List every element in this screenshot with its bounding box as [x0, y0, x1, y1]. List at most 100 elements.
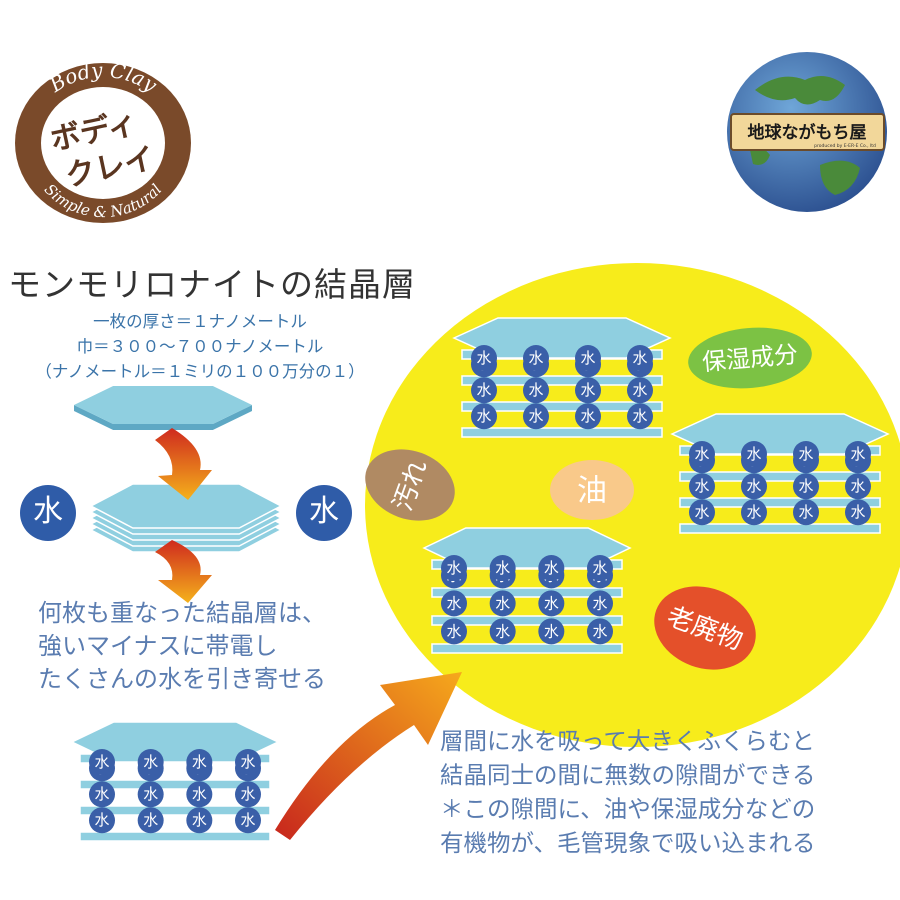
stack-top-yellow-water-top-2: 水: [575, 345, 601, 371]
stack-left-yellow-water-top-3: 水: [587, 555, 613, 581]
stack-right-yellow-water-2-2-disc: [793, 473, 819, 500]
bubble-moisture-shape: [688, 327, 812, 389]
stack-left-yellow-water-2-1-disc: [489, 590, 516, 617]
bottom-text-line-4: 有機物が、毛管現象で吸い込まれる: [440, 829, 816, 857]
bottom-text-line-3: ＊この隙間に、油や保湿成分などの: [440, 795, 816, 823]
stack-top-yellow-water-2-1-label: 水: [529, 381, 544, 399]
spec-line-1: 一枚の厚さ＝１ナノメートル: [93, 312, 307, 331]
water-badge-right: 水: [296, 485, 352, 541]
stack-bottom-left-water-top-0-disc: [89, 749, 115, 775]
stack-left-yellow-water-3-2: 水: [538, 618, 565, 645]
stack-right-yellow-water-top-3-disc: [845, 441, 871, 467]
stack-top-yellow-water-3-0-label: 水: [477, 407, 492, 425]
stack-left-yellow-water-2-3: 水: [587, 590, 613, 617]
stack-right-yellow-water-top-2-label: 水: [799, 445, 814, 463]
stack-right-yellow-water-top-0-label: 水: [695, 445, 710, 463]
stack-right-yellow-water-3-1-disc: [741, 499, 767, 526]
sheet-0: [89, 483, 283, 529]
stack-bottom-left-water-3-2-disc: [186, 807, 213, 834]
stack-right-yellow-water-2-2-label: 水: [799, 477, 814, 495]
stack-left-yellow-band-1: [431, 587, 623, 598]
stack-top-yellow-water-3-2: 水: [575, 403, 601, 430]
stack-left-yellow-water-3-0: 水: [441, 618, 467, 645]
single-plate-edge: [74, 405, 252, 430]
bubble-moisture: 保湿成分: [688, 327, 812, 389]
stack-right-yellow-water-3-2: 水: [793, 499, 819, 526]
stack-right-yellow-water-top-3: 水: [845, 441, 871, 467]
stack-bottom-left-water-top-3-disc: [235, 749, 261, 775]
stack-right-yellow-water-3-3-label: 水: [851, 503, 866, 521]
stack-top-yellow-water-3-3-label: 水: [633, 407, 648, 425]
stack-left-yellow-water-2-0: 水: [441, 590, 467, 617]
stack-bottom-left-water-2-2-label: 水: [192, 785, 207, 803]
stack-left-yellow-water-2-0-label: 水: [447, 594, 462, 612]
stack-top-yellow-water-3-3-disc: [627, 403, 653, 430]
stack-bottom-left-water-3-2: 水: [186, 807, 213, 834]
stack-top-yellow-water-2-2-label: 水: [581, 381, 596, 399]
stack-right-yellow-water-2-3: 水: [845, 473, 871, 500]
bubble-oil: 油: [550, 460, 634, 520]
stack-top-yellow-water-top-1-disc: [523, 345, 549, 371]
stack-left-yellow-water-3-2-disc: [538, 618, 565, 645]
stack-right-yellow-water-2-3-label: 水: [851, 477, 866, 495]
stack-left-yellow-water-3-2-label: 水: [544, 622, 559, 640]
stack-left-yellow-water-3-3-label: 水: [593, 622, 608, 640]
stack-left-yellow-water-3-1: 水: [489, 618, 516, 645]
stack-right-yellow-water-top-0: 水: [689, 441, 715, 467]
arrow-down-1: [155, 428, 212, 500]
stack-bottom-left-water-3-1: 水: [137, 807, 164, 834]
stack-right-yellow-water-3-1: 水: [741, 499, 767, 526]
stack-bottom-left-water-top-1: 水: [137, 749, 164, 775]
arrow-down-2: [155, 540, 212, 603]
stack-bottom-left-water-top-1-label: 水: [143, 753, 158, 771]
stack-left-yellow-water-top-3-disc: [587, 555, 613, 581]
bubble-oil-label: 油: [577, 474, 607, 509]
stack-left-yellow-water-3-0-label: 水: [447, 622, 462, 640]
stack-bottom-left-water-3-0-label: 水: [95, 811, 110, 829]
stack-bottom-left-water-2-0-label: 水: [95, 785, 110, 803]
stack-right-yellow-water-2-0-disc: [689, 473, 715, 500]
stack-top-yellow-water-top-1-label: 水: [529, 349, 544, 367]
stack-bottom-left-water-2-3: 水: [235, 781, 261, 808]
stack-top-yellow-top: [452, 317, 672, 359]
stack-bottom-left-water-2-3-disc: [235, 781, 261, 808]
stack-bottom-left-water-2-3-label: 水: [241, 785, 256, 803]
stack-left-yellow-band-2: [431, 615, 623, 626]
stack-right-yellow-water-2-1: 水: [741, 473, 767, 500]
stack-bottom-left-band-1: [79, 779, 271, 790]
stack-bottom-left-water-2-2-disc: [186, 781, 213, 808]
stack-right-yellow-water-3-3-disc: [845, 499, 871, 526]
stack-top-yellow-water-3-1-label: 水: [529, 407, 544, 425]
stack-top-yellow-water-top-0: 水: [471, 345, 497, 371]
stack-right-yellow-water-3-2-disc: [793, 499, 819, 526]
stack-right-yellow-water-2-0: 水: [689, 473, 715, 500]
stack-left-yellow-water-top-2: 水: [538, 555, 565, 581]
stack-right-yellow-water-2-2: 水: [793, 473, 819, 500]
stack-top-yellow-water-top-0-label: 水: [477, 349, 492, 367]
stack-right-yellow-band-1: [679, 471, 881, 482]
stack-right-yellow-water-top-2-disc: [793, 441, 819, 467]
stack-right-yellow-water-top-1-label: 水: [747, 445, 762, 463]
stack-left-yellow-water-2-2-disc: [538, 590, 565, 617]
stack-top-yellow-water-3-2-label: 水: [581, 407, 596, 425]
middle-text-line-3: たくさんの水を引き寄せる: [38, 665, 326, 693]
stack-left-yellow-water-3-1-disc: [489, 618, 516, 645]
stack-top-yellow-water-2-2: 水: [575, 377, 601, 404]
stack-top-yellow-band-1: [461, 375, 663, 386]
stack-right-yellow-top: [670, 413, 890, 455]
spec-line-2: 巾＝３００～７００ナノメートル: [76, 337, 324, 356]
stack-left-yellow-water-top-3-label: 水: [593, 559, 608, 577]
stack-bottom-left-band-3: [79, 831, 271, 842]
stack-left-yellow-water-3-3: 水: [587, 618, 613, 645]
stack-top-yellow-water-3-3: 水: [627, 403, 653, 430]
stack-left-yellow-water-top-1-label: 水: [495, 559, 510, 577]
stack-right-yellow-water-2-3-disc: [845, 473, 871, 500]
stack-top-yellow-water-top-1: 水: [523, 345, 549, 371]
stack-left-yellow-water-2-2: 水: [538, 590, 565, 617]
stack-top-yellow-water-2-2-disc: [575, 377, 601, 404]
stack-top-yellow-water-3-0: 水: [471, 403, 497, 430]
shop-sub: produced by E-ER-E Co., ltd: [814, 143, 876, 149]
stack-left-yellow-water-2-0-disc: [441, 590, 467, 617]
stack-right-yellow-water-2-1-label: 水: [747, 477, 762, 495]
water-badge-left: 水: [20, 485, 76, 541]
